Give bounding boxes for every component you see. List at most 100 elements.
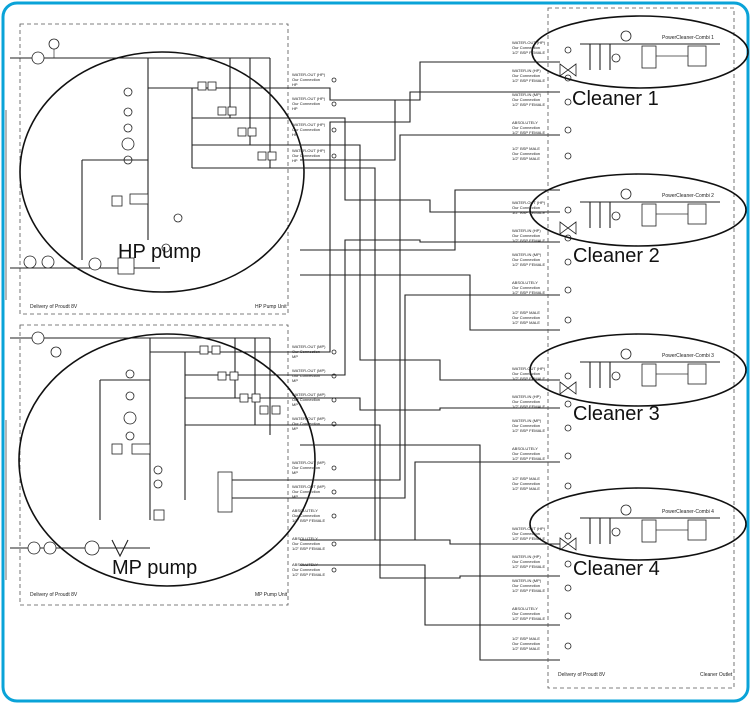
cleaner-3-label: Cleaner 3 — [573, 403, 660, 425]
cleaner-sensor-icon — [611, 211, 621, 221]
connection-label: Our Connection — [512, 611, 540, 616]
hp-sensor-icon — [161, 243, 171, 253]
connection-label: MP — [292, 378, 298, 383]
cleaners-box — [547, 7, 735, 689]
connection-label: 1/2" BSP FEMALE — [292, 572, 325, 577]
connection-label: WATER-IN (HP) — [512, 554, 541, 559]
cross-piping — [290, 61, 560, 661]
hp-gauge-icon — [41, 255, 55, 269]
hp-unit-box — [19, 23, 289, 315]
connection-label: ABSOLUTELY — [292, 536, 318, 541]
connection-label: 1/2" BSP FEMALE — [512, 290, 545, 295]
connection-label: Our Connection — [292, 101, 320, 106]
connection-marker-icon — [564, 372, 572, 380]
mp-valve-icon — [211, 345, 221, 355]
connection-label: WATER-OUT (MP) — [292, 460, 326, 465]
connection-label: Our Connection — [512, 285, 540, 290]
connection-label: 1/2" BSP FEMALE — [512, 456, 545, 461]
cleaner-nozzle-unit-icon — [687, 203, 707, 225]
cleaner-units: PowerCleaner-Combi 1 PowerCleaner-Combi 2… — [559, 30, 720, 551]
cleaner-4-zone — [529, 487, 747, 561]
connection-label: ABSOLUTELY — [512, 606, 538, 611]
hp-gauge-icon — [48, 38, 60, 50]
mp-motor-icon — [111, 443, 123, 455]
connection-label: WATER-OUT (HP) — [512, 40, 546, 45]
hp-sensor-icon — [173, 213, 183, 223]
connection-label: Our Connection — [512, 315, 540, 320]
connection-label: 1/2" BSP FEMALE — [512, 428, 545, 433]
hp-valve-icon — [207, 81, 217, 91]
connection-label: Our Connection — [512, 371, 540, 376]
cleaner-3-zone — [529, 333, 747, 407]
connection-label: 1/2" BSP FEMALE — [512, 262, 545, 267]
connection-marker-icon — [564, 424, 572, 432]
mp-gauge-icon — [50, 346, 62, 358]
cleaner-gauge-icon — [620, 188, 632, 200]
cleaner-nozzle-unit-icon — [687, 45, 707, 67]
hp-valve-icon — [247, 127, 257, 137]
hp-piping — [10, 38, 290, 275]
connection-marker-icon — [564, 206, 572, 214]
hp-tank-icon — [129, 193, 149, 205]
hp-pump-icon — [117, 257, 135, 275]
cleaner-unit: PowerCleaner-Combi 4 — [559, 504, 720, 551]
cleaner-unit: PowerCleaner-Combi 2 — [559, 188, 720, 235]
hp-motor-icon — [111, 195, 123, 207]
cleaner-title: PowerCleaner-Combi 4 — [662, 509, 714, 515]
connection-label: Our Connection — [512, 45, 540, 50]
connection-label: HP — [292, 82, 298, 87]
hp-sensor-icon — [123, 123, 133, 133]
cleaner-inlet-valve-icon — [559, 221, 577, 235]
connection-label: WATER-IN (HP) — [512, 394, 541, 399]
connection-label: Our Connection — [512, 481, 540, 486]
hp-inlet-valve-icon — [23, 255, 37, 269]
connection-marker-icon — [331, 101, 337, 107]
connection-label: Our Connection — [512, 205, 540, 210]
connection-label: WATER-IN (HP) — [512, 68, 541, 73]
mp-sensor-icon — [153, 465, 163, 475]
connection-marker-icon — [331, 489, 337, 495]
connection-label: HP — [292, 106, 298, 111]
connection-label: 1/2" BSP FEMALE — [512, 616, 545, 621]
connection-label: ABSOLUTELY — [512, 280, 538, 285]
hp-strainer-icon — [88, 257, 102, 271]
cleaner-title: PowerCleaner-Combi 1 — [662, 35, 714, 41]
connection-label: 1/2" BSP MALE — [512, 636, 540, 641]
hp-footer-left: Delivery of Proudt 8V — [30, 304, 78, 310]
connection-marker-icon — [331, 127, 337, 133]
connection-label: Our Connection — [292, 465, 320, 470]
connection-label: HP — [292, 158, 298, 163]
cleaner-4-label: Cleaner 4 — [573, 558, 660, 580]
hp-valve-icon — [197, 81, 207, 91]
connection-label: 1/2" BSP MALE — [512, 486, 540, 491]
connection-label: ABSOLUTELY — [292, 508, 318, 513]
cleaner-main-unit-icon — [641, 203, 657, 227]
connection-label: ABSOLUTELY — [512, 446, 538, 451]
connection-label: Our Connection — [512, 531, 540, 536]
connection-marker-icon — [331, 513, 337, 519]
connection-marker-icon — [564, 46, 572, 54]
connection-label: Our Connection — [512, 423, 540, 428]
connection-label: 1/2" BSP FEMALE — [512, 564, 545, 569]
connection-label: 1/2" BSP FEMALE — [512, 130, 545, 135]
hp-pump-zone — [19, 51, 305, 293]
hp-valve-icon — [237, 127, 247, 137]
cleaner-sensor-icon — [611, 527, 621, 537]
connection-label: Our Connection — [512, 451, 540, 456]
connection-label: WATER-IN (MP) — [512, 92, 542, 97]
hp-valve-icon — [217, 106, 227, 116]
connection-label: 1/2" BSP MALE — [512, 146, 540, 151]
connection-label: WATER-OUT (MP) — [292, 368, 326, 373]
connection-marker-icon — [564, 560, 572, 568]
connection-label: WATER-OUT (HP) — [292, 148, 326, 153]
cleaner-gauge-icon — [620, 348, 632, 360]
mp-piping — [10, 331, 290, 558]
mp-valve-icon — [239, 393, 249, 403]
connection-label: MP — [292, 354, 298, 359]
cleaners-footer-left: Delivery of Proudt 8V — [558, 672, 606, 678]
connection-label: WATER-OUT (HP) — [512, 526, 546, 531]
connection-label: 1/2" BSP FEMALE — [512, 404, 545, 409]
mp-pump-label: MP pump — [112, 557, 197, 579]
